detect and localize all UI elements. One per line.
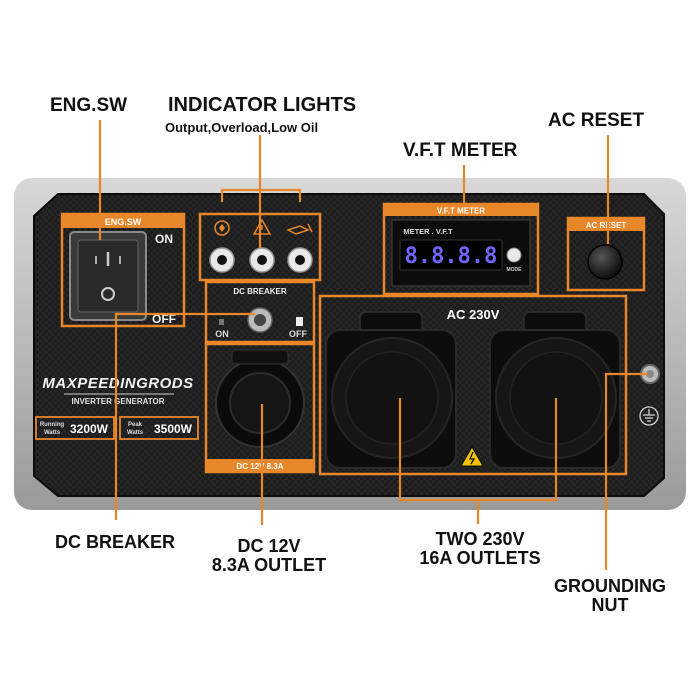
low-oil-light [287,247,313,273]
callout-grounding-nut: GROUNDING NUT [540,577,680,615]
vft-mode-button[interactable] [506,247,522,263]
dc-outlet-label: DC 12V 8.3A [236,462,283,471]
peak-label-2: Watts [127,430,144,436]
leader-indicator-bracket [220,188,302,202]
vft-digit-window [399,239,503,271]
brand-subtitle: INVERTER GENERATOR [71,397,164,406]
peak-label-1: Peak [128,422,143,428]
callout-indicator-subtitle: Output,Overload,Low Oil [165,120,319,135]
output-light [209,247,235,273]
eng-sw-title: ENG.SW [105,217,142,227]
callout-ac-outlets-line2: 16A OUTLETS [419,547,541,568]
vft-title: V.F.T METER [437,207,485,216]
callout-dc-outlet-line2: 8.3A OUTLET [211,554,327,575]
leader-dc-breaker [114,312,255,520]
callout-ac-outlets: TWO 230V 16A OUTLETS [390,530,570,568]
vft-digits: 8.8.8.8 [405,244,498,269]
vft-mode-label: MODE [507,267,523,273]
dc-breaker-button-core [254,314,266,326]
overload-light [249,247,275,273]
peak-watts-value: 3500W [154,422,193,436]
leader-grounding [604,372,648,570]
vft-title-bar [384,204,538,216]
callout-grounding-line1: GROUNDING [554,576,666,596]
running-watts-value: 3200W [70,422,109,436]
dc-outlet-label-bar [206,459,314,472]
eng-sw-off-label: OFF [152,312,176,326]
breaker-off-label: OFF [289,329,307,339]
ac-outlets-box [318,294,628,476]
running-label-2: Watts [44,430,61,436]
ac-outlet-left[interactable] [325,311,457,469]
vft-meter-text: METER . V.F.T [403,227,453,236]
low-oil-icon [286,223,313,235]
electric-hazard-icon [460,446,484,467]
output-indicator-icon [214,220,230,236]
ac-reset-button[interactable] [587,244,623,280]
running-label-1: Running [40,422,65,428]
overload-warning-icon [252,218,272,235]
eng-sw-on-label: ON [155,232,173,246]
running-watts-box [35,416,115,440]
breaker-on-marker [219,319,224,325]
peak-watts-box [119,416,199,440]
callout-dc-outlet-line1: DC 12V [237,536,301,556]
dc-breaker-title: DC BREAKER [233,287,287,296]
breaker-on-label: ON [215,329,229,339]
grounding-nut-core [646,370,654,378]
callout-dc-outlet: DC 12V 8.3A OUTLET [194,537,344,575]
rocker-off-mark-icon [101,287,115,301]
ground-symbol-icon [639,406,659,426]
dc-outlet-cap-ring [229,372,291,434]
breaker-off-marker [296,317,303,326]
callout-grounding-line2: NUT [591,594,629,615]
ac-voltage-label: AC 230V [447,307,500,322]
eng-sw-rocker-face [77,239,139,313]
callout-ac-outlets-line1: TWO 230V [435,529,525,549]
callout-indicator-lights: INDICATOR LIGHTS [168,94,357,116]
brand-logo: MAXPEEDINGRODS [42,375,193,392]
callout-dc-breaker: DC BREAKER [55,532,176,552]
ac-reset-title-bar [568,218,644,231]
ac-reset-title: AC RESET [586,221,627,230]
callout-vft-meter: V.F.T METER [403,140,518,161]
dc-outlet-hinge [231,349,289,365]
dc-breaker-box [204,280,316,344]
callout-eng-sw: ENG.SW [50,95,128,116]
callout-ac-reset: AC RESET [548,110,645,131]
eng-sw-title-bar [62,214,184,228]
